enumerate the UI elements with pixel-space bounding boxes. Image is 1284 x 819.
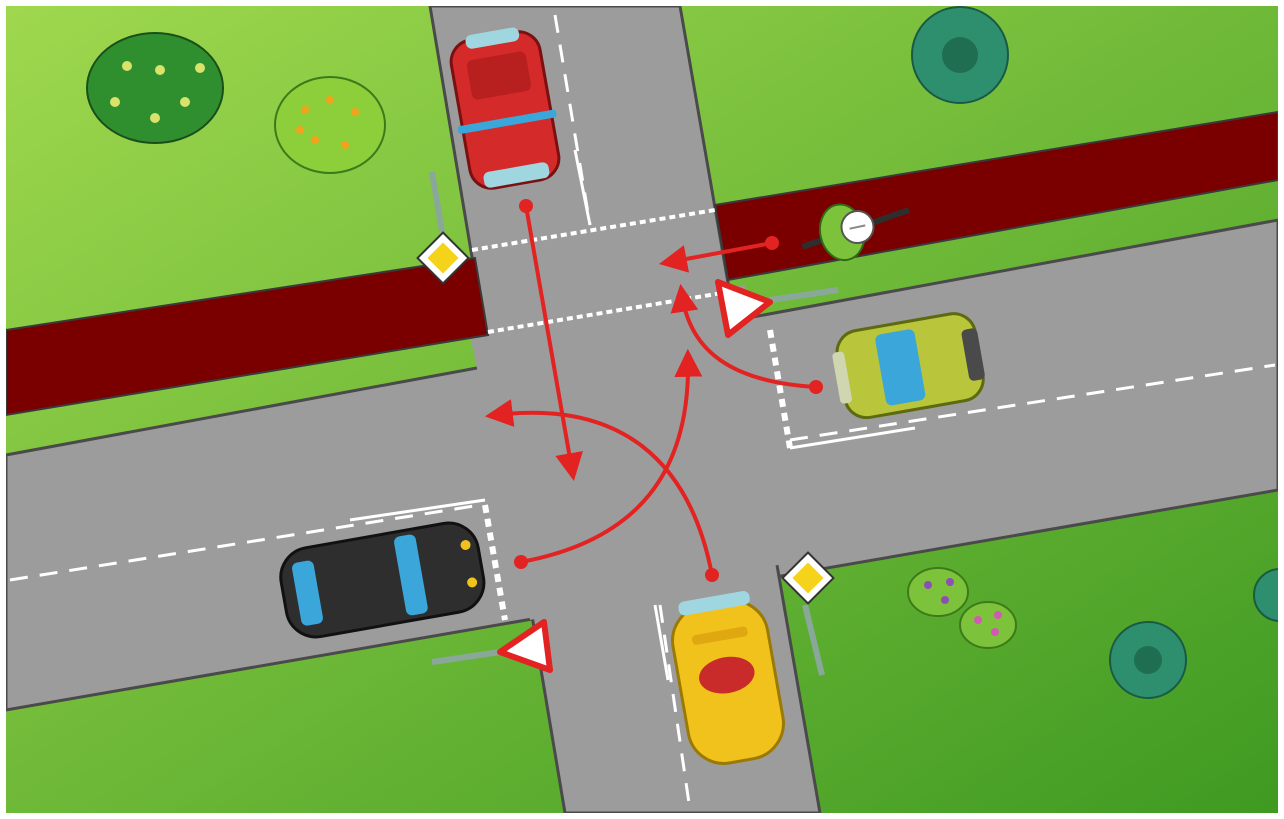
tree-icon xyxy=(912,7,1008,103)
bush-icon xyxy=(275,77,385,173)
bush-icon xyxy=(960,602,1016,648)
tree-icon xyxy=(1110,622,1186,698)
intersection-area xyxy=(470,285,800,620)
bush-icon xyxy=(908,568,968,616)
bush-icon xyxy=(87,33,223,143)
